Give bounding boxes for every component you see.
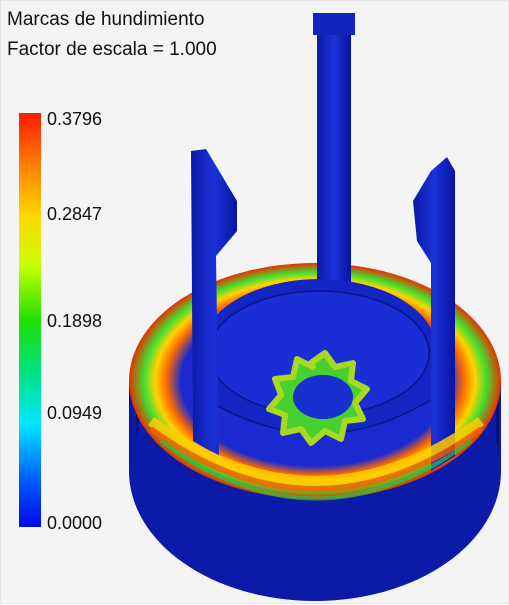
legend-tick-min: 0.0000 <box>47 513 103 533</box>
legend-tick-4: 0.0949 <box>47 403 103 423</box>
left-prong <box>191 149 237 456</box>
front-rim-sink-marks <box>148 416 484 501</box>
part-3d-model[interactable] <box>121 1 509 605</box>
inner-cup <box>200 279 438 446</box>
legend-tick-3: 0.1898 <box>47 311 103 331</box>
scale-factor-label: Factor de escala = 1.000 <box>7 39 217 60</box>
result-title: Marcas de hundimiento <box>7 9 205 30</box>
color-legend-bar <box>19 113 41 527</box>
right-prong <box>413 157 455 471</box>
center-prong <box>313 13 355 305</box>
legend-tick-2: 0.2847 <box>47 204 103 224</box>
legend-tick-max: 0.3796 <box>47 109 103 129</box>
